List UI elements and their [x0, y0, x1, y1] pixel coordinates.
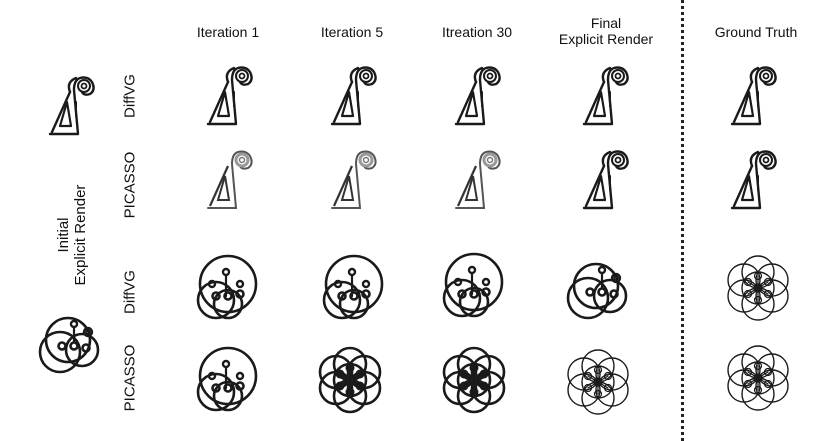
initial-glyph-render — [48, 76, 95, 136]
column-header-final-render: Final Explicit Render — [559, 15, 653, 47]
diffvg-glyph-iter5 — [330, 66, 377, 126]
picasso-flower-iter30 — [442, 346, 506, 414]
column-header-final-line2: Explicit Render — [558, 31, 654, 47]
row-label-picasso-top: PICASSO — [121, 151, 139, 219]
initial-render-label: Initial Explicit Render — [55, 185, 89, 286]
column-header-final-line1: Final — [590, 15, 622, 31]
ground-truth-flower-bottom — [727, 345, 789, 411]
picasso-glyph-final — [582, 150, 629, 210]
row-label-diffvg-bottom: DiffVG — [121, 270, 139, 314]
row-label-picasso-bottom: PICASSO — [121, 344, 139, 412]
column-header-iteration-5: Iteration 5 — [320, 24, 384, 40]
diffvg-glyph-iter30 — [454, 66, 501, 126]
picasso-flower-iter5 — [318, 346, 382, 414]
column-header-ground-truth: Ground Truth — [714, 24, 798, 40]
picasso-glyph-iter5 — [330, 150, 378, 210]
diffvg-flower-iter30 — [442, 252, 504, 318]
picasso-glyph-iter30 — [454, 150, 502, 210]
ground-truth-glyph-bottom — [730, 150, 777, 210]
diffvg-flower-iter1 — [196, 254, 258, 320]
column-header-iteration-30: Itreation 30 — [441, 24, 513, 40]
initial-render-label-line1: Initial — [55, 217, 72, 253]
ground-truth-flower-top — [727, 255, 789, 321]
picasso-flower-iter1 — [196, 346, 258, 412]
row-label-diffvg-top: DiffVG — [121, 74, 139, 118]
initial-circles-render — [38, 316, 100, 374]
column-header-iteration-1: Iteration 1 — [196, 24, 260, 40]
ground-truth-glyph-top — [730, 66, 777, 126]
diffvg-flower-final — [566, 262, 628, 320]
picasso-flower-final — [567, 349, 629, 415]
diffvg-glyph-final — [582, 66, 629, 126]
ground-truth-divider — [681, 0, 684, 441]
initial-render-label-line2: Explicit Render — [72, 184, 89, 286]
picasso-glyph-iter1 — [206, 150, 254, 210]
diffvg-glyph-iter1 — [206, 66, 253, 126]
diffvg-flower-iter5 — [322, 254, 384, 320]
